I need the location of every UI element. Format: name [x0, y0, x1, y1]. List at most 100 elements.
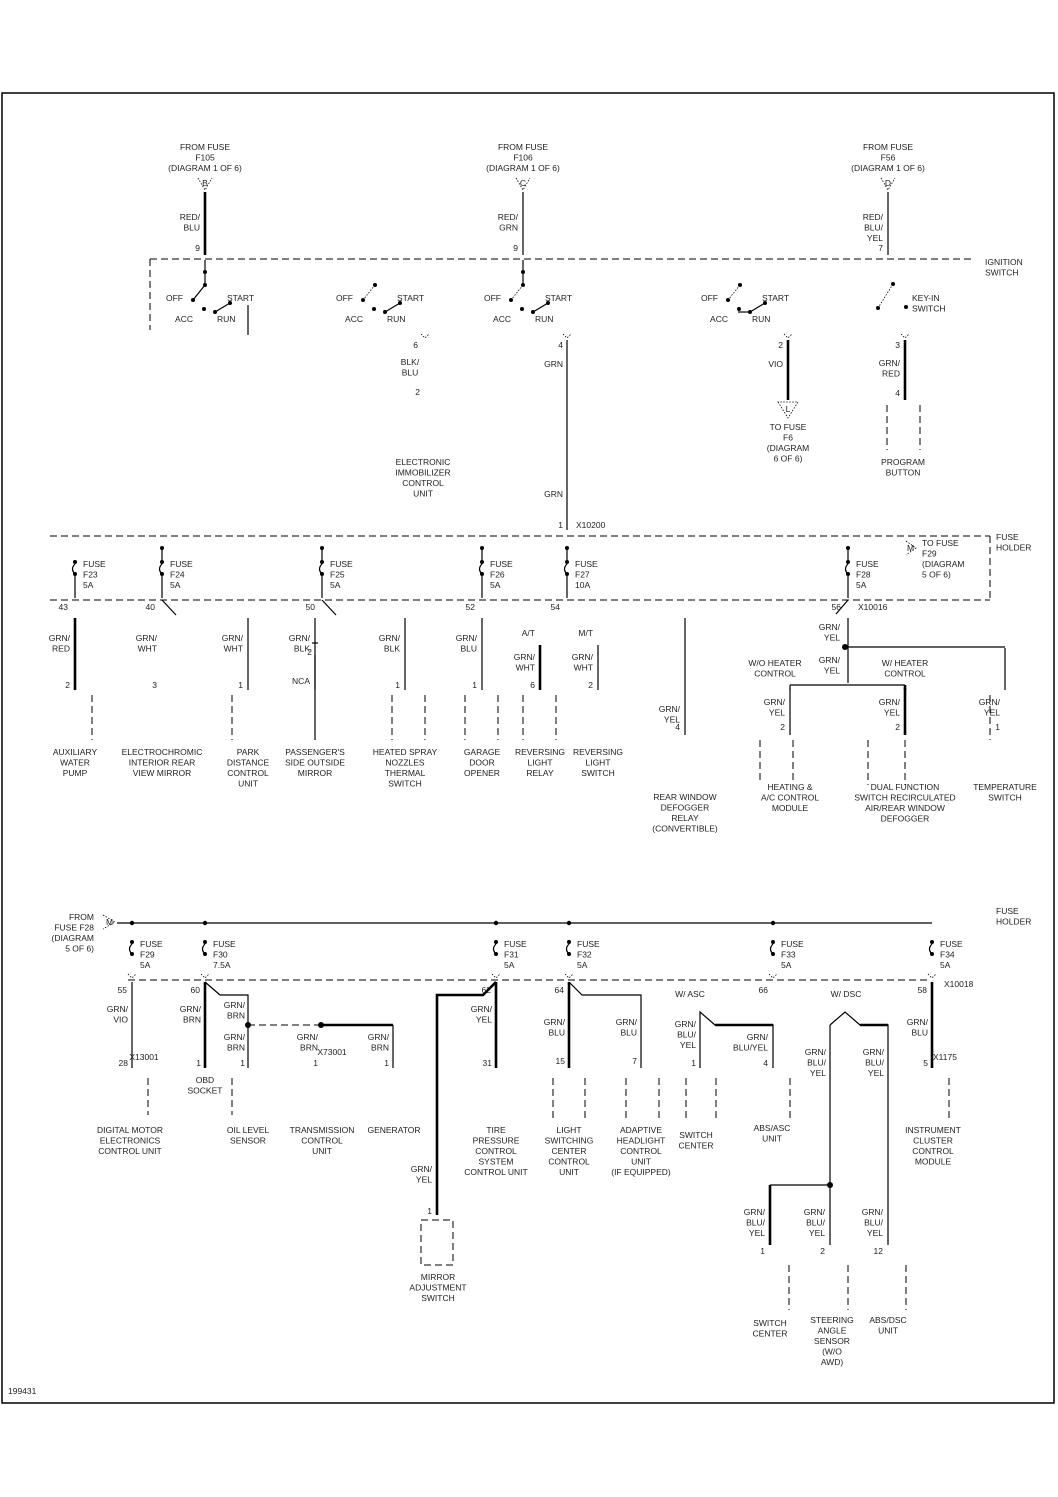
component-label: DIGITAL MOTOR	[97, 1125, 163, 1135]
wire	[835, 599, 849, 615]
pin-number: 66	[759, 985, 769, 995]
component-label: UNIT	[762, 1134, 782, 1144]
component-label: AUXILIARY	[53, 747, 98, 757]
switch-pos-acc: ACC	[493, 314, 511, 324]
pin-number: 2	[780, 722, 785, 732]
component-label: OIL LEVEL	[227, 1125, 269, 1135]
fuse-terminal	[567, 952, 571, 956]
component-label: ELECTRONICS	[100, 1136, 161, 1146]
fuse-terminal	[480, 572, 484, 576]
variant-label: W/ DSC	[831, 989, 862, 999]
component-label: LIGHT	[527, 758, 552, 768]
wire-color-label: BLU	[183, 223, 200, 233]
wire-color-label: BLU	[402, 368, 419, 378]
component-label: CENTER	[679, 1141, 714, 1151]
connector-icon	[900, 333, 910, 339]
wire-color-label: GRN/	[544, 1017, 566, 1027]
connector-icon	[768, 973, 778, 979]
fuse-label: 10A	[575, 580, 590, 590]
component-label: CONTROL	[620, 1146, 662, 1156]
connector-id: X10016	[858, 602, 888, 612]
wire-color-label: VIO	[113, 1015, 128, 1025]
component-label: SWITCH	[581, 768, 615, 778]
wire	[568, 981, 642, 1068]
connector-icon	[783, 333, 793, 339]
fuse-label: F24	[170, 570, 185, 580]
wire-color-label: WHT	[516, 663, 535, 673]
component-label: STEERING	[810, 1315, 853, 1325]
wire-color-label: GRN/	[49, 633, 71, 643]
component-label: TEMPERATURE	[973, 782, 1037, 792]
wire-color-label: BLU/	[807, 1058, 827, 1068]
pin-number: 28	[119, 1058, 129, 1068]
wire-color-label: GRN/	[616, 1017, 638, 1027]
connector-id: C	[520, 178, 526, 188]
fuse-label: FUSE	[83, 559, 106, 569]
to-fuse-label: 6 OF 6)	[774, 454, 803, 464]
switch-pos-run: RUN	[535, 314, 553, 324]
pin-number: 1	[196, 1058, 201, 1068]
fuse-source-label: FROM FUSE	[498, 142, 548, 152]
switch-pos-off: OFF	[336, 293, 353, 303]
to-fuse-label: TO FUSE	[770, 422, 807, 432]
bus-splice	[129, 920, 135, 926]
connector-icon	[777, 401, 799, 419]
pin-number: 2	[820, 1246, 825, 1256]
fuse-label: FUSE	[575, 559, 598, 569]
pin-number: 40	[146, 602, 156, 612]
switch-pos-run: RUN	[752, 314, 770, 324]
pin-number: 2	[588, 680, 593, 690]
fuse-source-label: (DIAGRAM 1 OF 6)	[486, 163, 560, 173]
switch-pos-acc: ACC	[175, 314, 193, 324]
pin-number: 60	[191, 985, 201, 995]
pin-number: 4	[763, 1058, 768, 1068]
connector-icon	[564, 973, 574, 979]
pin-number: 2	[65, 680, 70, 690]
wire-color-label: BLK	[294, 644, 310, 654]
variant-label: A/T	[522, 628, 535, 638]
connector-icon	[200, 973, 210, 979]
switch-pos-start: START	[227, 293, 254, 303]
component-label: DEFOGGER	[881, 814, 930, 824]
wire-color-label: RED/	[180, 212, 201, 222]
component-label-program-button: PROGRAM	[881, 457, 925, 467]
bus-splice	[493, 920, 499, 926]
component-label: ADJUSTMENT	[409, 1283, 466, 1293]
wire-color-label: GRN/	[879, 358, 901, 368]
component-label: SIDE OUTSIDE	[285, 758, 345, 768]
wire-color-label: YEL	[416, 1175, 432, 1185]
component-label: THERMAL	[385, 768, 426, 778]
wire-color-label: YEL	[824, 633, 840, 643]
pin-number: 3	[152, 680, 157, 690]
pin-number: 6	[413, 340, 418, 350]
switch-contact	[876, 306, 880, 310]
component-label: TRANSMISSION	[290, 1125, 355, 1135]
fuse-terminal	[480, 560, 484, 564]
switch-blade	[384, 302, 401, 313]
key-in-switch-label: KEY-IN	[912, 293, 940, 303]
wire-color-label: YEL	[810, 1068, 826, 1078]
ignition-switch-label: IGNITION	[985, 257, 1023, 267]
wire-color-label: RED/	[498, 212, 519, 222]
switch-contact	[509, 298, 513, 302]
fuse-label: 5A	[490, 580, 501, 590]
pin-number: 1	[427, 1206, 432, 1216]
pin-number: 4	[558, 340, 563, 350]
fuse-label: F31	[504, 950, 519, 960]
fuse-label: F30	[213, 950, 228, 960]
component-label: UNIT	[878, 1326, 898, 1336]
fuse-label: 5A	[504, 960, 515, 970]
wire-color-label: GRN/	[979, 697, 1001, 707]
fuse-terminal	[930, 940, 934, 944]
component-label: SYSTEM	[479, 1157, 514, 1167]
pin-number: 15	[556, 1056, 566, 1066]
pin-number: 58	[918, 985, 928, 995]
component-label: PARK	[237, 747, 260, 757]
fuse-holder-label: FUSE	[996, 906, 1019, 916]
wire-color-label: YEL	[867, 233, 883, 243]
wire-color-label: GRN/	[805, 1047, 827, 1057]
wire-color-label: GRN	[499, 223, 518, 233]
wire-color-label: GRN/	[107, 1004, 129, 1014]
fuse-terminal	[320, 572, 324, 576]
pin-number: 55	[118, 985, 128, 995]
